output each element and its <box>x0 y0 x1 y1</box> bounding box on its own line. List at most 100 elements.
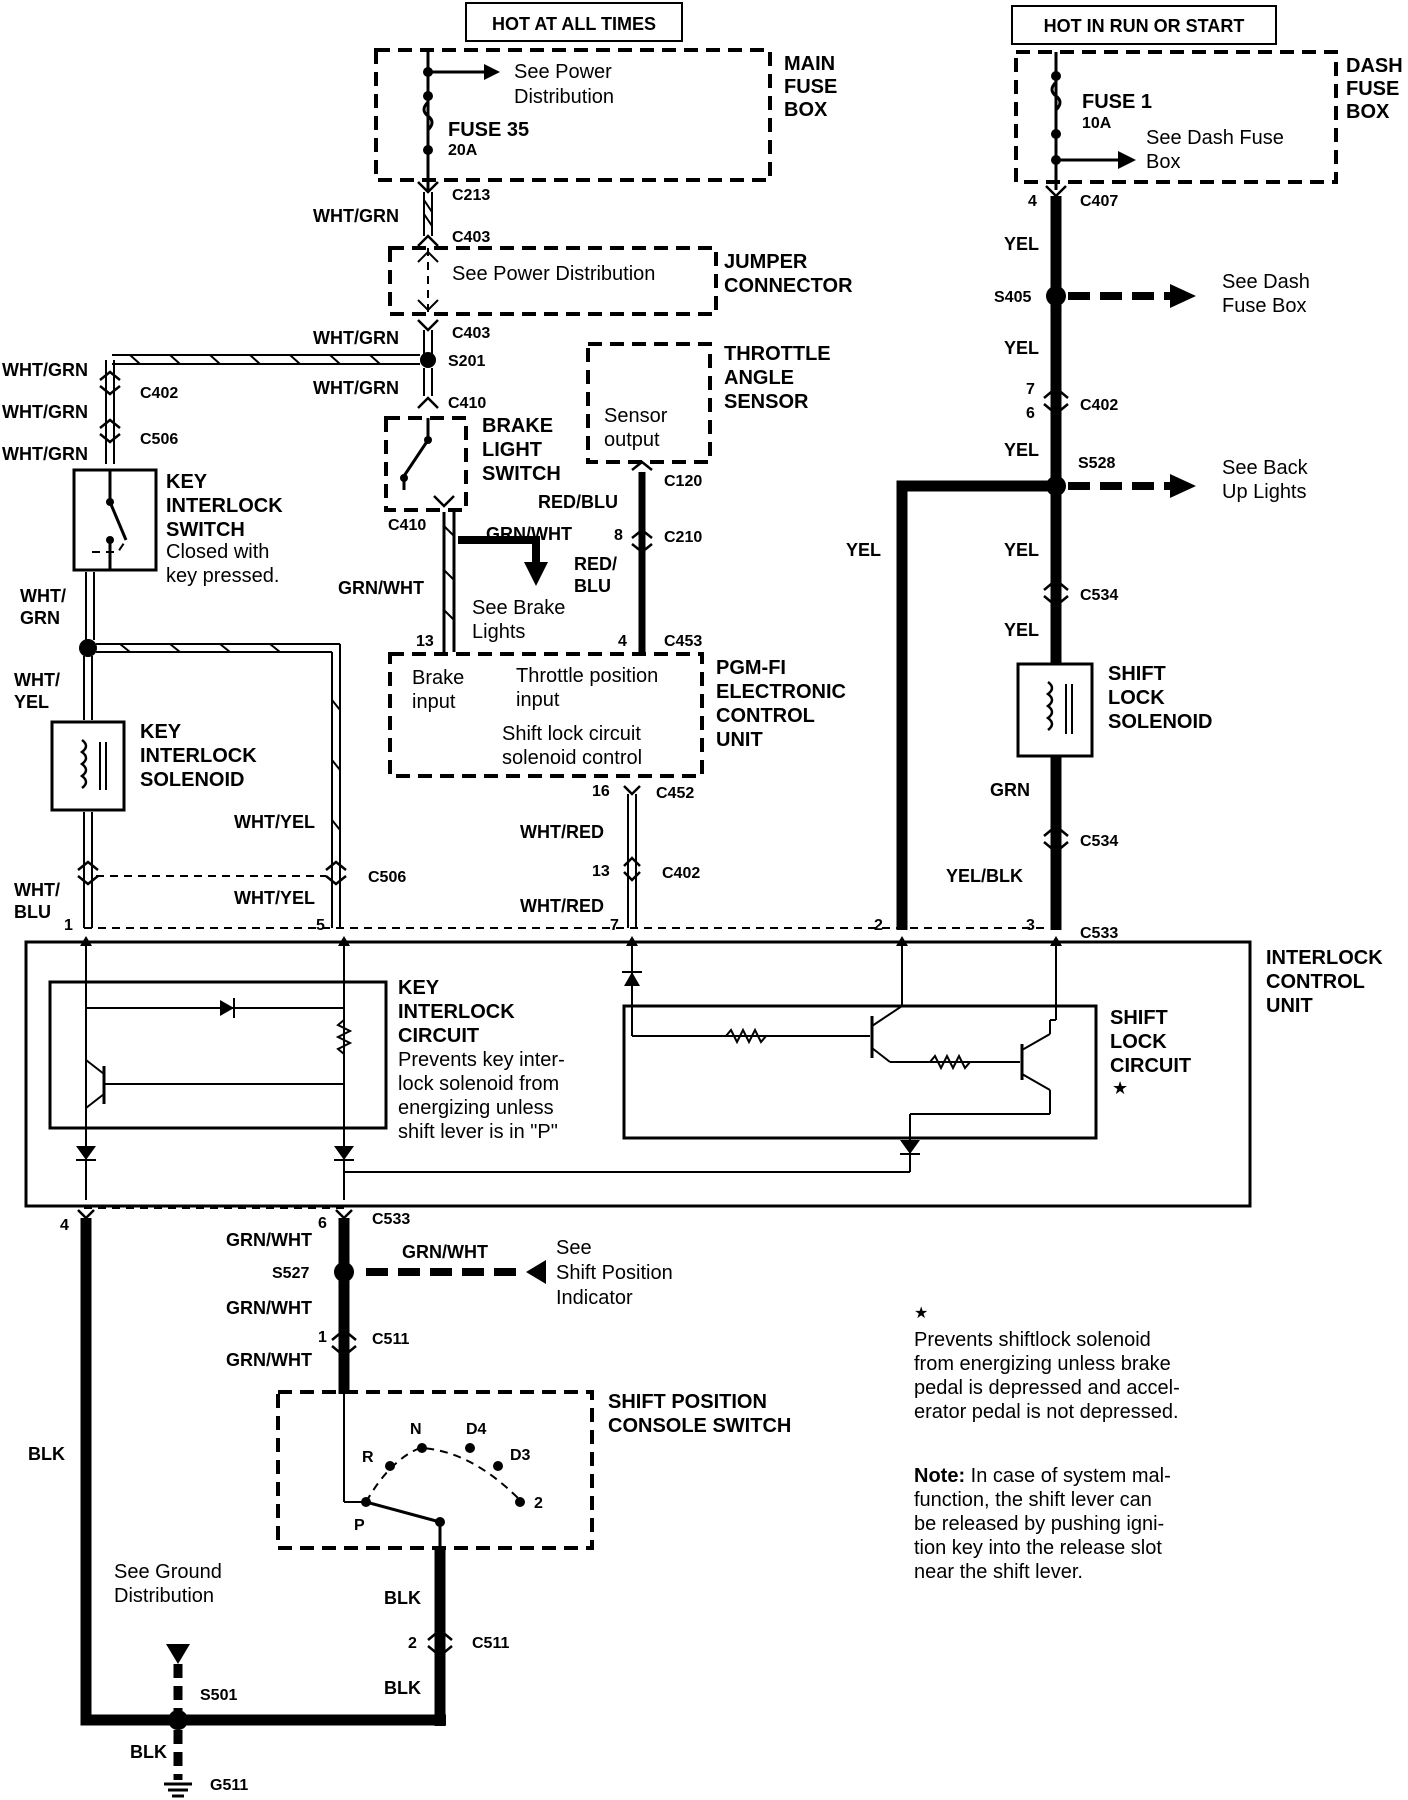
header-hot-run-start-text: HOT IN RUN OR START <box>1044 16 1245 36</box>
key-interlock-wires: WHT/GRN C402 WHT/GRN C506 WHT/GRN <box>2 360 178 464</box>
connector-c213: C213 <box>452 187 490 204</box>
kic-label-1: KEY <box>398 977 440 999</box>
tas-inner-1: Sensor <box>604 405 668 427</box>
wire-label-yel-1: YEL <box>1004 234 1039 254</box>
fuse-35-icon <box>422 100 434 132</box>
wire-label-grn-wht-1: GRN/WHT <box>486 524 572 544</box>
key-interlock-solenoid-area: WHT/ GRN WHT/ YEL KEY INTERLOCK SOLENOID… <box>14 572 406 934</box>
connector-c534-bottom: C534 <box>1080 833 1118 850</box>
pgm-label-2: ELECTRONIC <box>716 681 846 703</box>
svg-text:Note: In case of system mal-: Note: In case of system mal- <box>914 1465 1171 1487</box>
jumper-label-1: JUMPER <box>724 251 808 273</box>
header-hot-all-times: HOT AT ALL TIMES <box>465 2 683 42</box>
pgm-brake-input-1: Brake <box>412 667 464 689</box>
wire-label-grn: GRN <box>990 780 1030 800</box>
footnote-star: ★ <box>914 1305 928 1322</box>
pin-7-c533: 7 <box>610 917 619 934</box>
see-shift-indicator-1: See <box>556 1237 592 1259</box>
slc-star: ★ <box>1112 1078 1128 1098</box>
pin-7-c402: 7 <box>1026 381 1035 398</box>
wire-label-wht-yel-b: YEL <box>14 692 49 712</box>
main-fuse-box: MAIN FUSE BOX See Power Distribution FUS… <box>374 48 837 190</box>
pgm-label-4: UNIT <box>716 729 763 751</box>
splice-s405: S405 <box>994 289 1031 306</box>
wire-label-wht-blu-a: WHT/ <box>14 880 60 900</box>
slsol-label-3: SOLENOID <box>1108 711 1212 733</box>
main-fuse-box-label-1: MAIN <box>784 53 835 75</box>
blk-ground-wire: BLK See Ground Distribution S501 BLK G51… <box>28 1209 446 1798</box>
wire-label-wht-red-2: WHT/RED <box>520 896 604 916</box>
pin-16-c452: 16 <box>592 783 610 800</box>
wire-label-yel-branch: YEL <box>846 540 881 560</box>
connector-c533-top: C533 <box>1080 925 1118 942</box>
brake-switch-label-1: BRAKE <box>482 415 553 437</box>
splice-s528: S528 <box>1078 455 1115 472</box>
kis-label-3: SWITCH <box>166 519 245 541</box>
wire-grn-wht-brake: GRN/WHT GRN/WHT See Brake Lights 13 <box>338 512 572 652</box>
connector-c402-mid: C402 <box>662 865 700 882</box>
dash-fuse-see-2: Box <box>1146 151 1180 173</box>
connector-c453: C453 <box>664 633 702 650</box>
connector-c506-top: C506 <box>140 431 178 448</box>
wire-label-wht-grn-3: WHT/GRN <box>313 378 399 398</box>
wire-label-grn-wht-6: GRN/WHT <box>226 1350 312 1370</box>
gear-2: 2 <box>534 1495 543 1512</box>
wire-wht-grn-main: C213 WHT/GRN C403 <box>313 181 490 247</box>
sps-label-2: CONSOLE SWITCH <box>608 1415 791 1437</box>
kis-note-1: Closed with <box>166 541 269 563</box>
dash-fuse-label-3: BOX <box>1346 101 1390 123</box>
connector-c402-right: C402 <box>1080 397 1118 414</box>
kisol-label-2: INTERLOCK <box>140 745 257 767</box>
kis-label-2: INTERLOCK <box>166 495 283 517</box>
main-fuse-box-label-2: FUSE <box>784 76 837 98</box>
gear-d4: D4 <box>466 1421 487 1438</box>
slc-label-1: SHIFT <box>1110 1007 1168 1029</box>
dash-fuse-label-1: DASH <box>1346 55 1403 77</box>
footnote-line-2: from energizing unless brake <box>914 1353 1171 1375</box>
pin-6-c533-bottom: 6 <box>318 1215 327 1232</box>
see-back-up-2: Up Lights <box>1222 481 1307 503</box>
jumper-see-power: See Power Distribution <box>452 263 655 285</box>
kisol-label-1: KEY <box>140 721 182 743</box>
throttle-angle-sensor: Sensor output THROTTLE ANGLE SENSOR C120… <box>538 342 831 652</box>
see-shift-indicator-2: Shift Position <box>556 1262 673 1284</box>
resistor-icon <box>335 1019 353 1055</box>
pin-6-c402: 6 <box>1026 405 1035 422</box>
footnote-line-1: Prevents shiftlock solenoid <box>914 1329 1151 1351</box>
wire-label-blk-2: BLK <box>384 1678 421 1698</box>
shift-position-console-switch: SHIFT POSITION CONSOLE SWITCH R N D4 D3 … <box>276 1390 791 1550</box>
pgm-label-1: PGM-FI <box>716 657 786 679</box>
wire-label-wht-grn-1: WHT/GRN <box>313 206 399 226</box>
kic-label-2: INTERLOCK <box>398 1001 515 1023</box>
wire-label-wht-grn-l3: WHT/GRN <box>2 444 88 464</box>
brake-switch-label-2: LIGHT <box>482 439 542 461</box>
header-hot-all-times-text: HOT AT ALL TIMES <box>492 14 656 34</box>
pin-3-c533: 3 <box>1026 917 1035 934</box>
see-shift-indicator-3: Indicator <box>556 1287 633 1309</box>
splice-s201: S201 <box>448 353 485 370</box>
note-line-1: In case of system mal- <box>965 1465 1171 1487</box>
gear-d3: D3 <box>510 1447 531 1464</box>
kic-desc-4: shift lever is in "P" <box>398 1121 558 1143</box>
connector-c511-bottom: C511 <box>472 1635 509 1652</box>
shift-lock-solenoid: SHIFT LOCK SOLENOID GRN C534 YEL/BLK 2 3… <box>874 662 1212 942</box>
wire-label-yel-3: YEL <box>1004 440 1039 460</box>
interlock-control-unit: INTERLOCK CONTROL UNIT KEY INTERLOCK CIR… <box>24 936 1383 1208</box>
pgm-brake-input-2: input <box>412 691 456 713</box>
kic-label-3: CIRCUIT <box>398 1025 479 1047</box>
connector-c407: C407 <box>1080 193 1118 210</box>
tas-inner-2: output <box>604 429 660 451</box>
pin-13-c402: 13 <box>592 863 610 880</box>
note-line-4: tion key into the release slot <box>914 1537 1162 1559</box>
pgm-throttle-input-2: input <box>516 689 560 711</box>
wire-label-wht-grn-l1: WHT/GRN <box>2 360 88 380</box>
kis-note-2: key pressed. <box>166 565 279 587</box>
pin-2-c533: 2 <box>874 917 883 934</box>
pin-4-c533-bottom: 4 <box>60 1217 69 1234</box>
yel-wire-right: 4 C407 YEL S405 See Dash Fuse Box YEL 7 … <box>846 185 1310 930</box>
connector-c120: C120 <box>664 473 702 490</box>
shift-lock-circuit-box <box>622 1004 1098 1140</box>
gear-r: R <box>362 1449 374 1466</box>
wire-label-grn-wht-2: GRN/WHT <box>338 578 424 598</box>
